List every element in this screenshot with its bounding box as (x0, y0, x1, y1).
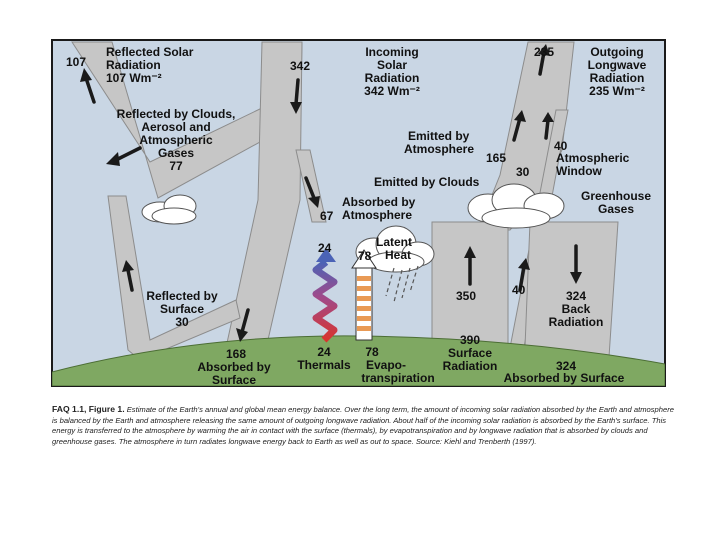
value-thermals: 24 (317, 345, 331, 359)
label-outgoing-4: 235 Wm⁻² (589, 84, 645, 98)
value-atm-window: 40 (554, 139, 568, 153)
value-emitted-atm: 165 (486, 151, 506, 165)
label-evapo-2: transpiration (361, 371, 434, 385)
label-back-2: Radiation (549, 315, 604, 329)
caption-figure-label: FAQ 1.1, Figure 1. (52, 404, 125, 414)
label-reflected-clouds-1: Reflected by Clouds, (117, 107, 236, 121)
value-absorbed-atm: 67 (320, 209, 334, 223)
direction-arrows (80, 44, 582, 342)
value-surface-window: 40 (512, 283, 526, 297)
center-cloud (355, 225, 435, 273)
label-absorbed-surface-right: Absorbed by Surface (504, 371, 625, 385)
value-evapo: 78 (365, 345, 379, 359)
label-emitted-atm-1: Emitted by (408, 129, 470, 143)
label-outgoing-2: Longwave (588, 58, 647, 72)
label-atm-window-2: Window (556, 164, 603, 178)
label-emitted-clouds: Emitted by Clouds (374, 175, 480, 189)
label-reflected-clouds-2: Aerosol and (141, 120, 210, 134)
value-back: 324 (566, 289, 586, 303)
label-incoming-3: Radiation (365, 71, 420, 85)
latent-heat-arrow (351, 249, 377, 341)
label-atm-window-1: Atmospheric (556, 151, 630, 165)
label-absorbed-surface-2: Surface (212, 373, 256, 387)
label-back-1: Back (562, 302, 591, 316)
label-latent-1: Latent (376, 235, 412, 249)
value-outgoing: 235 (534, 45, 554, 59)
label-outgoing-3: Radiation (590, 71, 645, 85)
thermals-arrowhead (316, 248, 336, 262)
label-reflected-solar-3: 107 Wm⁻² (106, 71, 162, 85)
right-cloud (467, 183, 565, 229)
value-thermals-top: 24 (318, 241, 332, 255)
label-reflected-solar-2: Radiation (106, 58, 161, 72)
label-outgoing-1: Outgoing (590, 45, 643, 59)
label-surface-radiation-2: Radiation (443, 359, 498, 373)
label-surface-radiation-1: Surface (448, 346, 492, 360)
thermals-zigzag (312, 259, 338, 343)
label-latent-2: Heat (385, 248, 411, 262)
reflected-surface-stream (107, 195, 241, 361)
label-incoming-1: Incoming (365, 45, 418, 59)
label-thermals: Thermals (297, 358, 351, 372)
label-absorbed-surface-1: Absorbed by (197, 360, 271, 374)
label-absorbed-atm-2: Atmosphere (342, 208, 412, 222)
value-surface-up: 350 (456, 289, 476, 303)
value-surface-radiation: 390 (460, 333, 480, 347)
value-reflected-solar: 107 (66, 55, 86, 69)
value-reflected-surface: 30 (175, 315, 189, 329)
label-evapo-1: Evapo- (366, 358, 406, 372)
label-incoming-2: Solar (377, 58, 407, 72)
label-reflected-clouds-3: Atmospheric (139, 133, 213, 147)
label-absorbed-atm-1: Absorbed by (342, 195, 416, 209)
value-absorbed-surface-right: 324 (556, 359, 576, 373)
label-reflected-solar-1: Reflected Solar (106, 45, 194, 59)
label-emitted-atm-2: Atmosphere (404, 142, 474, 156)
rain-streaks (385, 265, 419, 303)
label-reflected-clouds-4: Gases (158, 146, 194, 160)
value-latent-top: 78 (358, 249, 372, 263)
value-reflected-clouds: 77 (169, 159, 183, 173)
left-cloud (141, 194, 197, 225)
label-incoming-4: 342 Wm⁻² (364, 84, 420, 98)
figure-caption: FAQ 1.1, Figure 1. Estimate of the Earth… (52, 404, 674, 447)
caption-text: Estimate of the Earth's annual and globa… (52, 405, 674, 446)
value-incoming: 342 (290, 59, 310, 73)
label-greenhouse-1: Greenhouse (581, 189, 651, 203)
value-absorbed-surface: 168 (226, 347, 246, 361)
value-emitted-clouds: 30 (516, 165, 530, 179)
label-reflected-surface-1: Reflected by (146, 289, 218, 303)
label-reflected-surface-2: Surface (160, 302, 204, 316)
label-greenhouse-2: Gases (598, 202, 634, 216)
